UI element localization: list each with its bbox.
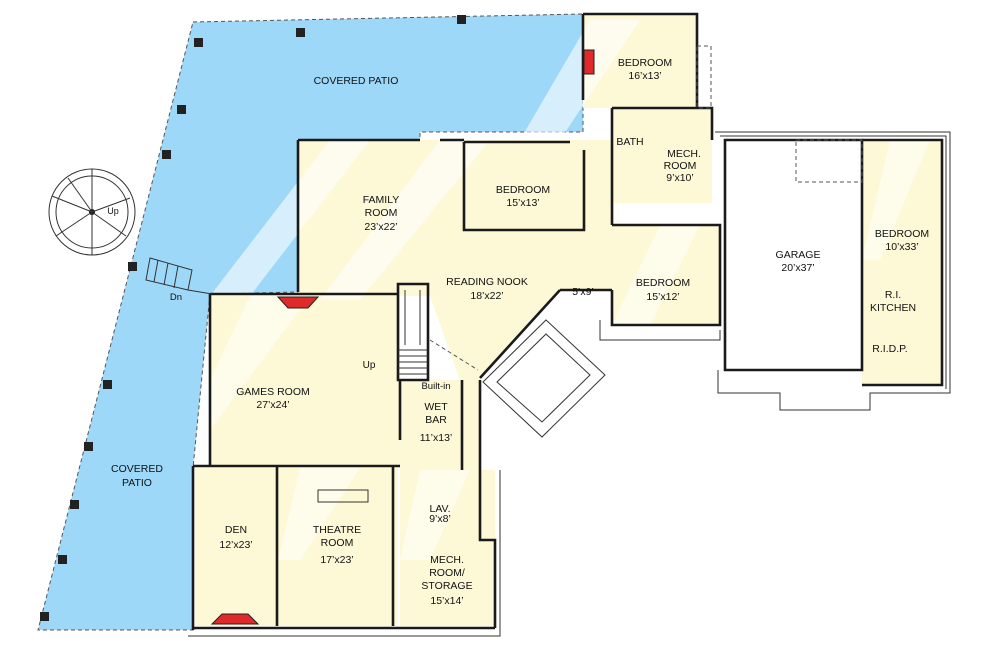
lav-size: 9’x8’ bbox=[429, 513, 451, 525]
lav-name: LAV. bbox=[429, 503, 450, 515]
family-room-size: 23’x22’ bbox=[364, 221, 397, 233]
bath-small-size: 5’x9’ bbox=[572, 286, 594, 298]
games-room-size: 27’x24’ bbox=[256, 399, 289, 411]
family-room-name-2: ROOM bbox=[365, 207, 398, 219]
garage-size: 20’x37’ bbox=[781, 262, 814, 274]
theatre-bench bbox=[317, 489, 369, 503]
den-size: 12’x23’ bbox=[219, 539, 252, 551]
den-name: DEN bbox=[225, 524, 247, 536]
covered-patio-left-label-1: COVERED bbox=[111, 463, 163, 475]
walls bbox=[191, 12, 944, 630]
garage-floor bbox=[725, 140, 862, 370]
covered-patio-left-label-2: PATIO bbox=[122, 477, 152, 489]
reading-nook-name: READING NOOK bbox=[446, 276, 528, 288]
bedroom-mid-size: 15’x13’ bbox=[506, 197, 539, 209]
pool bbox=[482, 319, 606, 438]
covered-patio-top-label: COVERED PATIO bbox=[314, 75, 399, 87]
mech-room-top-size: 9’x10’ bbox=[666, 172, 693, 184]
bedroom-far-name: BEDROOM bbox=[875, 228, 929, 240]
mech-storage-name-1: MECH. bbox=[430, 554, 464, 566]
mech-room-top-name-1: MECH. bbox=[667, 148, 701, 160]
window-dashed bbox=[696, 45, 712, 109]
theatre-room-name-1: THEATRE bbox=[313, 524, 361, 536]
reading-nook-size: 18’x22’ bbox=[470, 290, 503, 302]
theatre-room-name-2: ROOM bbox=[321, 537, 354, 549]
garage-name: GARAGE bbox=[776, 249, 821, 261]
foundation-lines bbox=[188, 131, 951, 637]
fireplaces bbox=[210, 49, 595, 625]
bath-label: BATH bbox=[616, 136, 643, 148]
bedroom-right-size: 15’x12’ bbox=[646, 291, 679, 303]
ri-kitchen-label-1: R.I. bbox=[885, 289, 901, 301]
bedroom-top-size: 16’x13’ bbox=[628, 70, 661, 82]
garage-door-outline bbox=[795, 139, 863, 183]
mech-storage-size: 15’x14’ bbox=[430, 595, 463, 607]
spiral-staircase bbox=[48, 168, 136, 256]
main-up-label: Up bbox=[363, 360, 376, 371]
family-room-name-1: FAMILY bbox=[363, 194, 400, 206]
wet-bar-size: 11’x13’ bbox=[420, 432, 453, 444]
deck-stairs bbox=[145, 257, 213, 295]
built-in-label: Built-in bbox=[421, 381, 450, 392]
bedroom-far-size: 10’x33’ bbox=[885, 241, 918, 253]
mech-storage-name-2: ROOM/ bbox=[429, 567, 465, 579]
games-room-name: GAMES ROOM bbox=[236, 386, 310, 398]
wet-bar-name-2: BAR bbox=[425, 414, 447, 426]
theatre-room-size: 17’x23’ bbox=[320, 554, 353, 566]
bedroom-mid-name: BEDROOM bbox=[496, 184, 550, 196]
main-stairs bbox=[398, 290, 479, 375]
room-labels: COVERED PATIO COVERED PATIO BEDROOM 16’x… bbox=[107, 57, 929, 607]
bedroom-right-name: BEDROOM bbox=[636, 277, 690, 289]
deck-down-label: Dn bbox=[170, 292, 182, 303]
light-stripes bbox=[210, 20, 930, 560]
mech-room-top-name-2: ROOM bbox=[664, 160, 697, 172]
mech-storage-name-3: STORAGE bbox=[421, 580, 472, 592]
spiral-up-label: Up bbox=[107, 206, 119, 216]
wet-bar-name-1: WET bbox=[424, 401, 448, 413]
covered-patio-area bbox=[37, 13, 584, 631]
patio-posts bbox=[40, 15, 466, 621]
rjdp-label: R.I.D.P. bbox=[872, 343, 907, 355]
bedroom-top-name: BEDROOM bbox=[618, 57, 672, 69]
ri-kitchen-label-2: KITCHEN bbox=[870, 302, 916, 314]
